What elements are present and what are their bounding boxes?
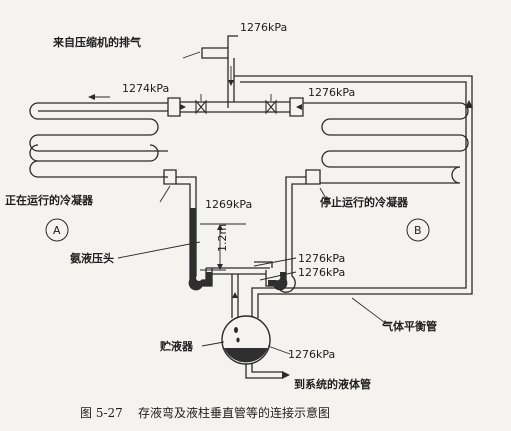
height-dimension [200, 223, 246, 271]
stopped-condenser-coil [285, 97, 469, 262]
receiver-vessel [221, 315, 290, 379]
label-running-condenser: 正在运行的冷凝器 [5, 193, 94, 207]
label-p-junction1: 1276kPa [298, 252, 345, 265]
compressor-inlet [182, 35, 238, 108]
label-p-top: 1276kPa [240, 21, 287, 34]
figure-title: 存液弯及液柱垂直管等的连接示意图 [138, 405, 330, 420]
circle-b-marker [406, 218, 430, 242]
label-p-right-valve: 1276kPa [308, 86, 355, 99]
label-balance-pipe: 气体平衡管 [381, 319, 437, 333]
discharge-header [180, 94, 302, 115]
label-height: 1.2m [216, 224, 229, 252]
label-p-head: 1269kPa [205, 198, 252, 211]
running-condenser-coil [29, 94, 197, 262]
label-p-receiver: 1276kPa [288, 348, 335, 361]
liquid-trap [188, 208, 296, 318]
label-from-compressor: 来自压缩机的排气 [52, 35, 141, 49]
label-p-left-valve: 1274kPa [122, 82, 169, 95]
circle-a-marker [45, 218, 69, 242]
label-stopped-condenser: 停止运行的冷凝器 [320, 195, 409, 209]
gas-balance-pipe [234, 75, 473, 318]
figure-number: 图 5-27 [80, 406, 123, 420]
label-to-system: 到系统的液体管 [294, 377, 371, 391]
label-circle-a: A [53, 224, 61, 237]
right-valve-icon [265, 99, 277, 115]
label-receiver: 贮液器 [159, 339, 194, 353]
label-ammonia-head: 氨液压头 [70, 251, 114, 265]
left-valve-icon [195, 99, 207, 115]
label-p-junction2: 1276kPa [298, 266, 345, 279]
label-circle-b: B [414, 224, 422, 237]
